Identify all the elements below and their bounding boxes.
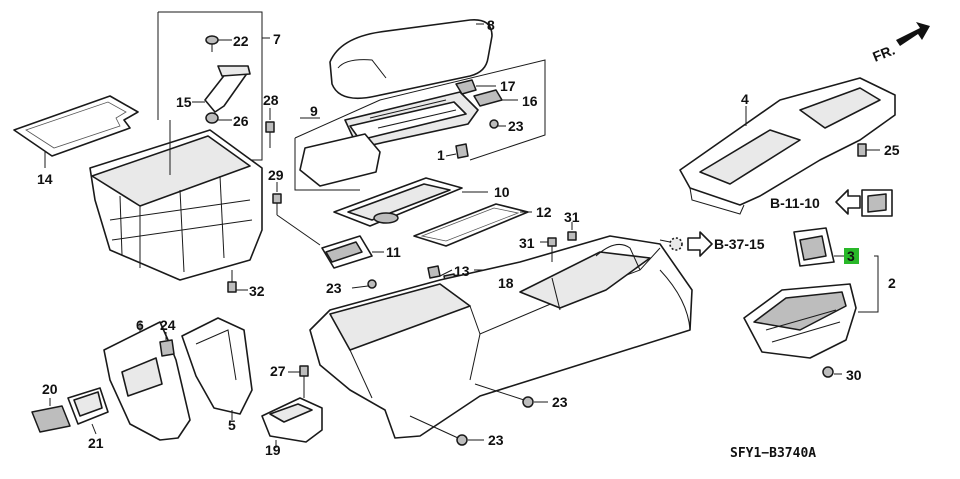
part-screw-30 — [822, 366, 842, 378]
part-screw-23b — [351, 279, 377, 289]
bracket-group-9 — [294, 59, 546, 191]
label-part-31a: 31 — [564, 209, 580, 225]
label-part-23c: 23 — [552, 394, 568, 410]
ref-arrow-b-11-10 — [835, 189, 893, 217]
part-console-box — [89, 120, 263, 281]
bracket-group-2 — [858, 255, 879, 313]
part-bolt-29 — [272, 182, 321, 246]
part-switch-3 — [793, 227, 859, 267]
label-part-23a: 23 — [508, 118, 524, 134]
label-part-18: 18 — [498, 275, 514, 291]
label-part-13: 13 — [454, 263, 470, 279]
label-part-8: 8 — [487, 17, 495, 33]
part-clip-24 — [159, 332, 175, 357]
label-part-11: 11 — [386, 244, 401, 260]
label-part-24: 24 — [160, 317, 176, 333]
part-screw-23c — [474, 383, 548, 408]
label-part-6: 6 — [136, 317, 144, 333]
label-part-22: 22 — [233, 33, 249, 49]
part-bracket-15 — [192, 65, 251, 113]
part-panel-4 — [679, 77, 896, 215]
part-clip-26 — [205, 112, 232, 124]
part-bracket-19 — [261, 397, 323, 448]
label-part-23b: 23 — [326, 280, 342, 296]
part-unit-2 — [743, 283, 857, 359]
label-part-20: 20 — [42, 381, 58, 397]
part-armrest-lid-8 — [329, 19, 493, 100]
label-part-30: 30 — [846, 367, 862, 383]
label-part-19: 19 — [265, 442, 281, 458]
label-part-28: 28 — [263, 92, 279, 108]
label-part-15: 15 — [176, 94, 192, 110]
label-part-10: 10 — [494, 184, 510, 200]
part-clip-22 — [205, 35, 232, 52]
ref-b-37-15: B-37-15 — [714, 236, 765, 252]
part-lamp-20 — [31, 398, 71, 433]
label-part-12: 12 — [536, 204, 552, 220]
ref-arrow-b-37-15 — [659, 231, 713, 257]
part-main-console — [309, 235, 693, 439]
label-part-17: 17 — [500, 78, 516, 94]
part-bracket-5 — [181, 317, 253, 420]
part-screw-31a — [567, 222, 577, 241]
label-part-1: 1 — [437, 147, 445, 163]
label-part-29: 29 — [268, 167, 284, 183]
part-bolt-32 — [227, 270, 248, 293]
part-armrest-base-9 — [299, 91, 479, 187]
label-part-23d: 23 — [488, 432, 504, 448]
label-part-4: 4 — [741, 91, 749, 107]
label-part-16: 16 — [522, 93, 538, 109]
label-part-32: 32 — [249, 283, 265, 299]
part-bolt-27 — [288, 365, 309, 398]
label-part-2: 2 — [888, 275, 896, 291]
part-hinge-17 — [455, 79, 496, 95]
part-tray-10 — [333, 177, 488, 227]
part-clip-25 — [857, 143, 880, 157]
part-bolt-28 — [265, 108, 275, 148]
part-screw-31b — [540, 237, 557, 262]
diagram-code: SFY1−B3740A — [730, 446, 816, 461]
part-clip-1 — [445, 143, 469, 159]
part-screw-23d — [409, 415, 484, 446]
label-part-26: 26 — [233, 113, 249, 129]
front-direction-arrow — [896, 22, 930, 46]
direction-label: FR. — [870, 42, 897, 65]
highlight-box-3 — [844, 248, 859, 264]
label-part-31b: 31 — [519, 235, 535, 251]
label-part-5: 5 — [228, 417, 236, 433]
part-mat-14 — [13, 95, 139, 168]
label-part-21: 21 — [88, 435, 104, 451]
label-part-9: 9 — [310, 103, 318, 119]
part-screw-23a — [489, 119, 506, 129]
label-part-25: 25 — [884, 142, 900, 158]
part-bezel-21 — [67, 387, 109, 435]
ref-b-11-10: B-11-10 — [770, 195, 820, 211]
label-part-27: 27 — [270, 363, 286, 379]
part-hinge-16 — [473, 89, 518, 107]
label-part-7: 7 — [273, 31, 281, 47]
part-cover-6 — [103, 321, 191, 441]
part-latch-11 — [321, 235, 384, 269]
label-part-3: 3 — [847, 248, 855, 264]
part-mat-12 — [413, 203, 532, 247]
label-part-14: 14 — [37, 171, 53, 187]
